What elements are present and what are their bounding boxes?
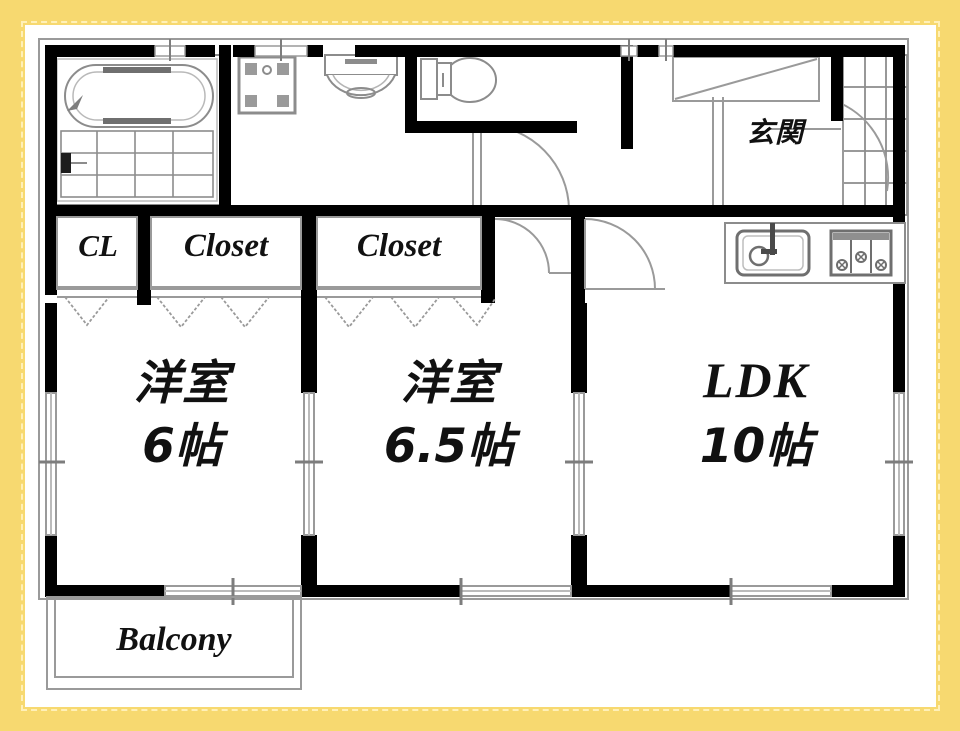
window-icon (459, 578, 572, 605)
room-label-balcony: Balcony (116, 621, 232, 658)
shoe-box-icon (672, 56, 820, 102)
entry-door-swing-icon (767, 102, 890, 192)
closet-label-middle: Closet (356, 228, 442, 264)
envelope-thin-outline (38, 38, 909, 600)
windows (39, 39, 913, 605)
window-icon (39, 392, 65, 536)
kitchen-sink-icon (735, 223, 811, 277)
window-icon (729, 578, 832, 605)
window-icon (254, 39, 308, 61)
door-swing-icon (494, 218, 665, 290)
bathtub-icon (64, 64, 214, 128)
floor-plan-paper: CL Closet Closet 玄関 洋室 6帖 洋室 6.5帖 LDK 10… (25, 25, 936, 707)
room-label-bedroom-mid-name: 洋室 (401, 356, 497, 411)
closet-label-left: Closet (183, 228, 269, 264)
room-label-entrance: 玄関 (745, 116, 804, 149)
vanity-sink-icon (324, 54, 398, 99)
washing-machine-icon (237, 55, 297, 115)
bathroom-unit (52, 54, 222, 206)
floor-plan-drawing (25, 25, 936, 707)
closet-label-cl: CL (78, 228, 118, 263)
window-icon (154, 39, 186, 61)
closet-shelf-lines (57, 286, 481, 298)
room-label-ldk-size: 10帖 (699, 419, 813, 474)
room-label-bedroom-left-size: 6帖 (142, 419, 222, 474)
window-icon (885, 392, 913, 536)
window-icon (565, 392, 593, 536)
balcony-outline (46, 596, 302, 690)
room-label-ldk-name: LDK (703, 352, 809, 408)
closet-boxes (56, 216, 482, 290)
gas-stove-icon (829, 229, 893, 277)
room-label-bedroom-mid-size: 6.5帖 (383, 419, 515, 474)
corridor-partitions (472, 123, 482, 215)
room-label-bedroom-left-name: 洋室 (134, 356, 230, 411)
toilet-icon (420, 57, 498, 103)
window-icon (620, 39, 638, 61)
shower-icon (60, 130, 214, 198)
window-icon (658, 39, 674, 61)
window-icon (295, 392, 323, 536)
closet-folding-door-icon (64, 296, 496, 329)
